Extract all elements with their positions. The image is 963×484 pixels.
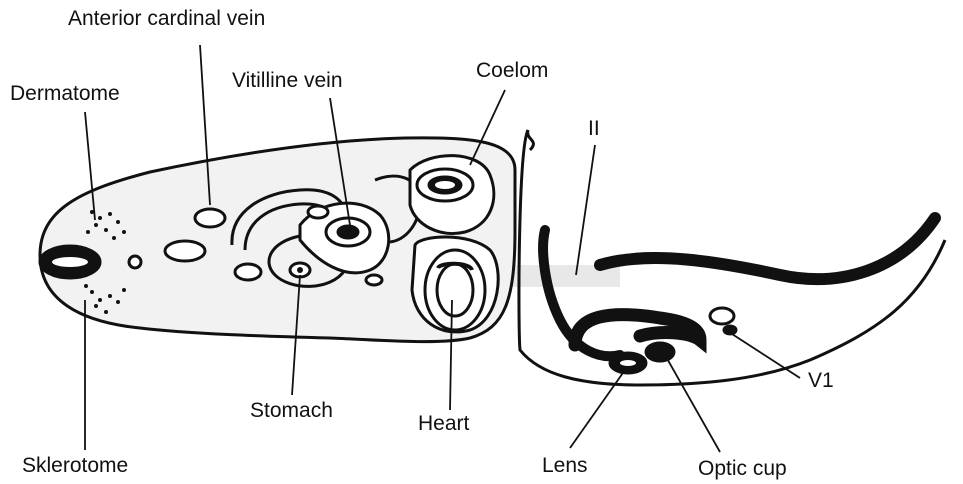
- anterior-cardinal-vein-shape: [195, 209, 225, 227]
- label-optic-cup: Optic cup: [698, 458, 787, 479]
- label-anterior-cardinal-vein: Anterior cardinal vein: [68, 8, 265, 29]
- label-vitilline-vein: Vitilline vein: [232, 70, 343, 91]
- label-heart: Heart: [418, 413, 469, 434]
- label-stomach: Stomach: [250, 400, 333, 421]
- label-sklerotome: Sklerotome: [22, 455, 128, 476]
- label-v1: V1: [808, 370, 834, 391]
- label-lens: Lens: [542, 455, 588, 476]
- head-section: [519, 130, 945, 385]
- label-ii: II: [588, 118, 600, 139]
- leader-ii: [576, 145, 595, 275]
- label-dermatome: Dermatome: [10, 83, 120, 104]
- trunk-section: [40, 138, 515, 342]
- leader-v1: [732, 334, 800, 378]
- leader-optic-cup: [665, 355, 720, 452]
- label-coelom: Coelom: [476, 60, 548, 81]
- optic-cup-shape: [575, 315, 700, 345]
